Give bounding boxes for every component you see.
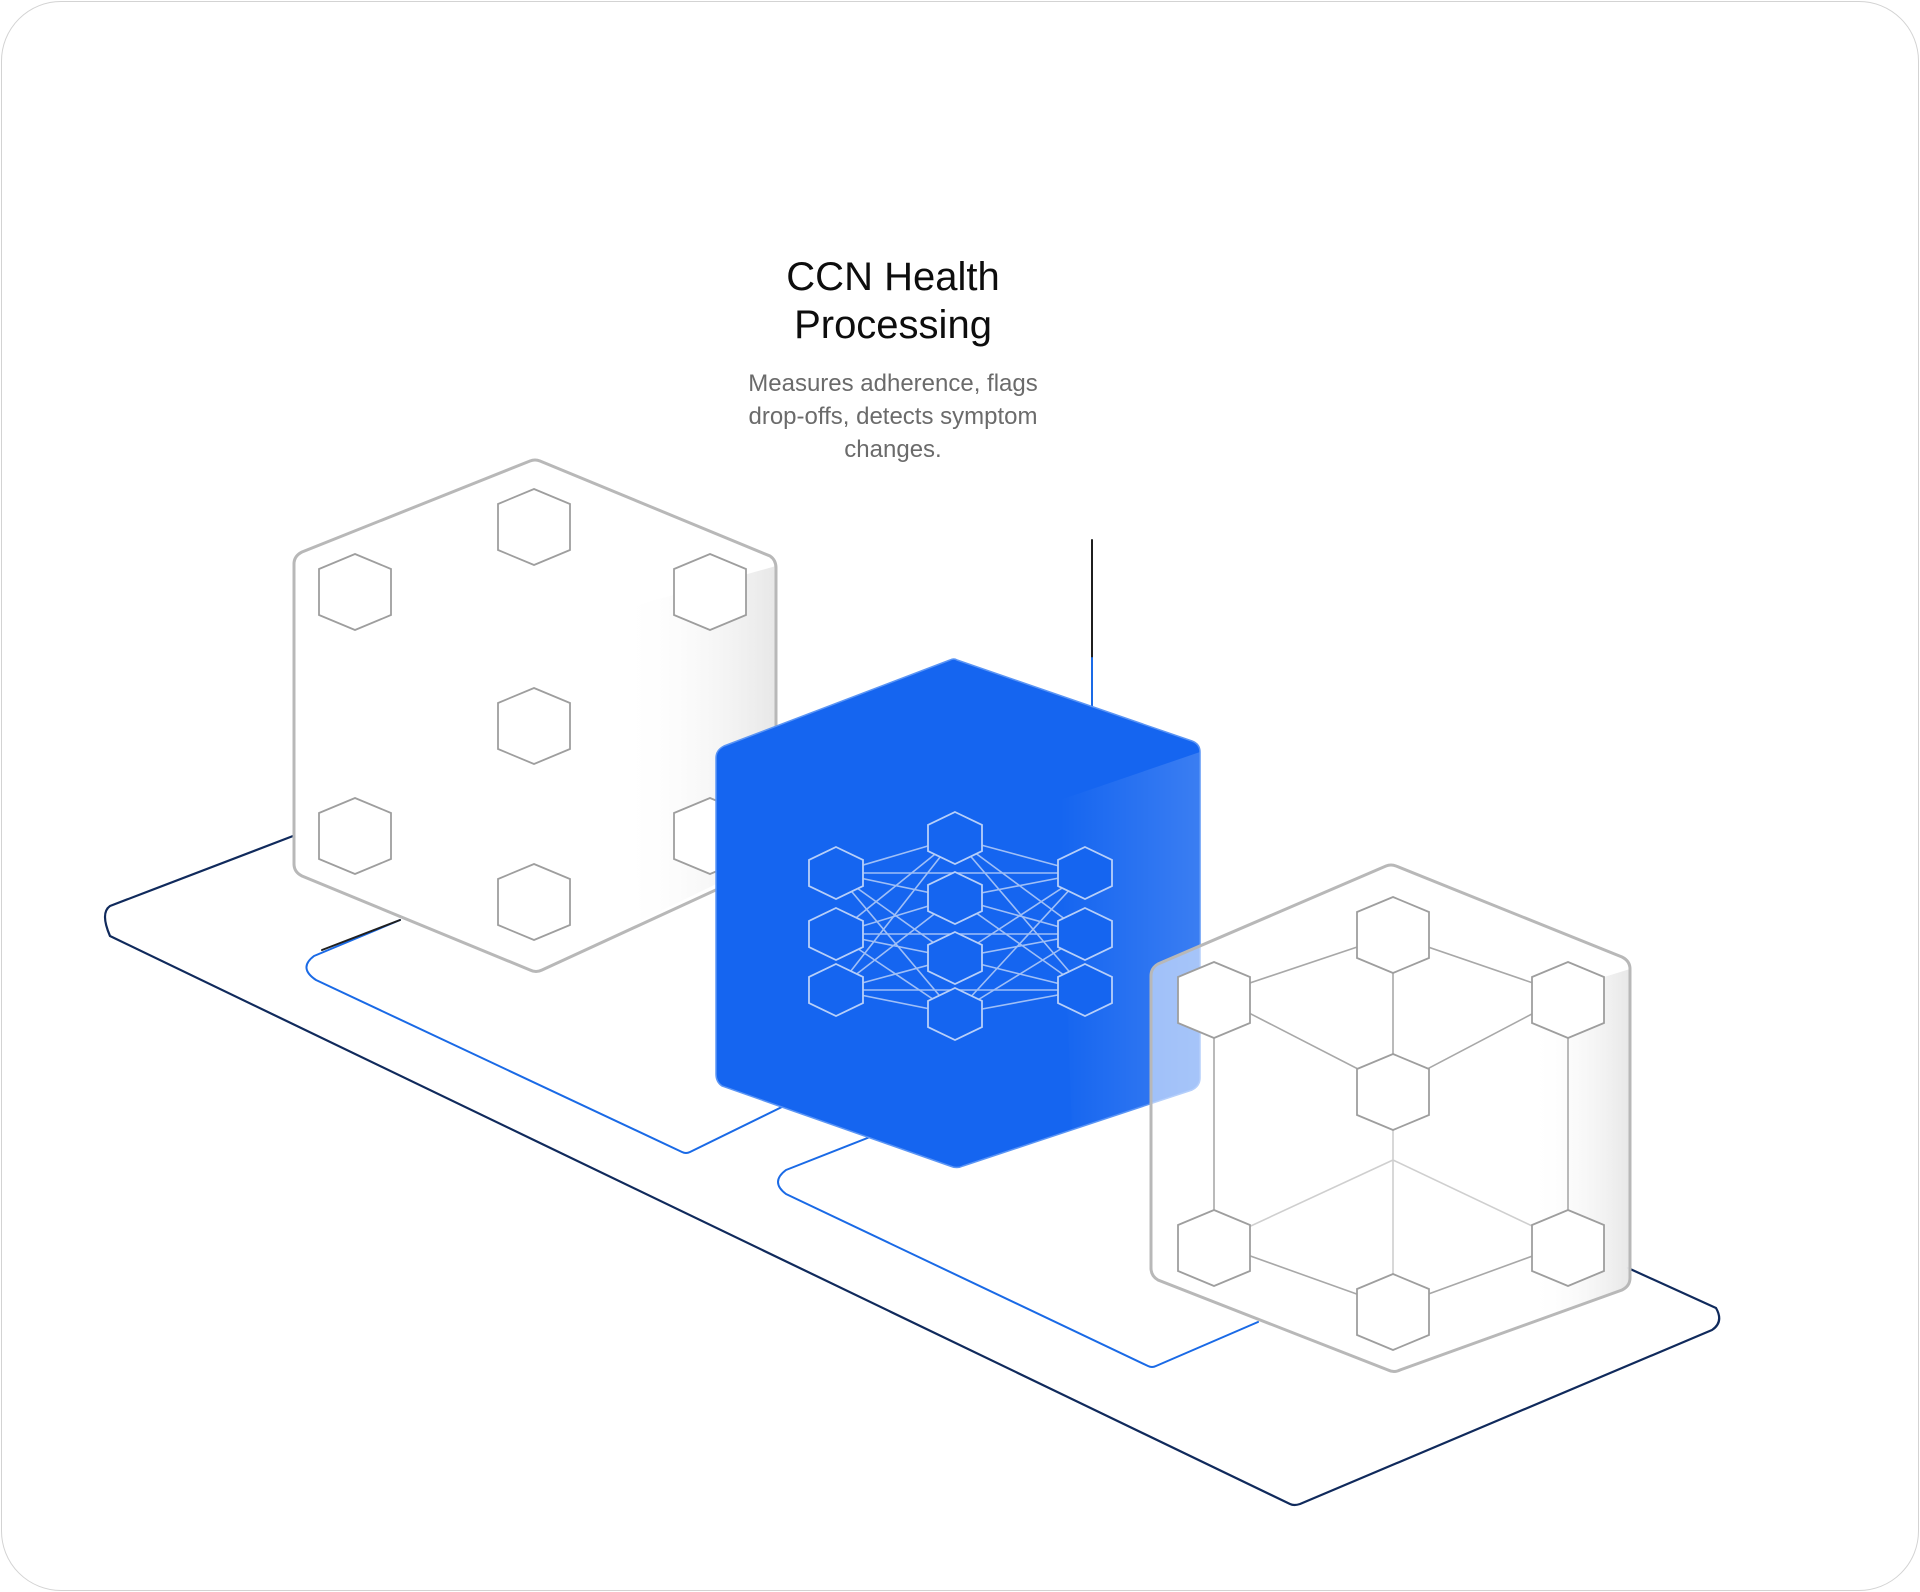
section-title: CCN Health Processing: [786, 255, 1000, 347]
data-cube: [292, 458, 778, 973]
neural-network-icon: [808, 811, 1113, 1041]
right-blue-path: [777, 1136, 1259, 1368]
left-dark-stub: [321, 919, 401, 951]
section-description: Measures adherence, flags drop-offs, det…: [748, 370, 1038, 463]
outer-platform-line: [103, 834, 1721, 1507]
connector-lines: [103, 539, 1721, 1507]
processing-cube: [715, 658, 1201, 1169]
structure-cube: [1149, 863, 1632, 1373]
left-blue-path: [305, 919, 791, 1154]
cube-lattice-icon: [1177, 896, 1605, 1351]
